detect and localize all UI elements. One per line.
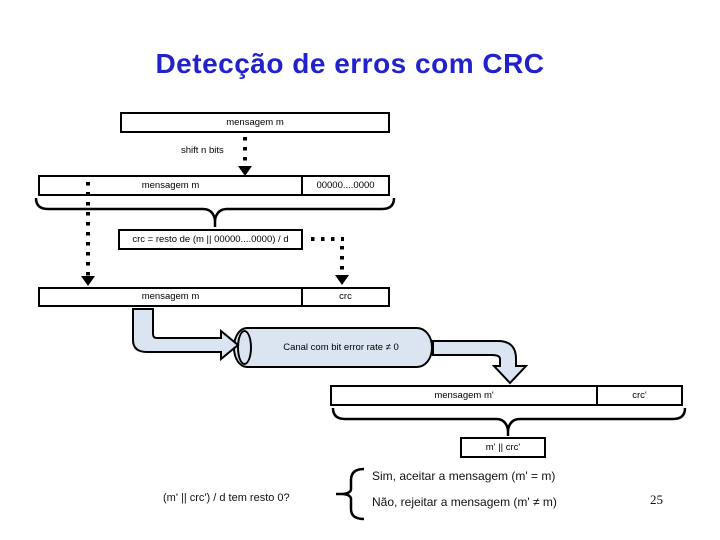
outcome-no-text: Não, rejeitar a mensagem (m' ≠ m) [372,495,557,509]
elbow-arrow-to-channel-icon [132,308,240,362]
box-received-frame: mensagem m' crc' [330,385,683,406]
box-concat: m' || crc' [460,437,546,458]
concat-label: m' || crc' [485,441,521,453]
received-crc-cell: crc' [596,387,681,404]
brace-under-padded-row [34,197,396,221]
box-crc-formula: crc = resto de (m || 00000....0000) / d [118,229,303,250]
sent-crc-cell: crc [301,289,388,305]
outcome-yes-text: Sim, aceitar a mensagem (m' = m) [372,469,556,483]
box-message-m-top: mensagem m [120,112,390,133]
box-sent-frame: mensagem m crc [38,287,390,307]
cylinder-cap-icon [237,330,252,365]
brace-under-received-row [331,407,687,431]
channel-label: Canal com bit error rate ≠ 0 [283,342,399,353]
box-message-m-top-label: mensagem m [226,116,284,128]
channel-cylinder: Canal com bit error rate ≠ 0 [233,327,433,368]
label-shift-n-bits: shift n bits [181,145,224,156]
left-dotted-arrow-icon [81,182,95,286]
elbow-arrow-from-channel-icon [432,340,529,385]
question-text: (m' || crc') / d tem resto 0? [163,492,290,504]
page-number: 25 [650,492,663,507]
padded-message-m-cell: mensagem m [141,179,200,191]
received-message-cell: mensagem m' [434,389,494,401]
padded-zeros-cell: 00000....0000 [301,177,388,194]
sent-message-m-cell: mensagem m [141,291,200,303]
outcome-brace [342,467,365,521]
crc-formula-label: crc = resto de (m || 00000....0000) / d [132,233,289,245]
crc-dotted-arrow-icon [311,237,349,285]
shift-down-arrow-icon [238,137,252,176]
box-padded-message: mensagem m 00000....0000 [38,175,390,196]
slide-title: Detecção de erros com CRC [155,48,545,79]
